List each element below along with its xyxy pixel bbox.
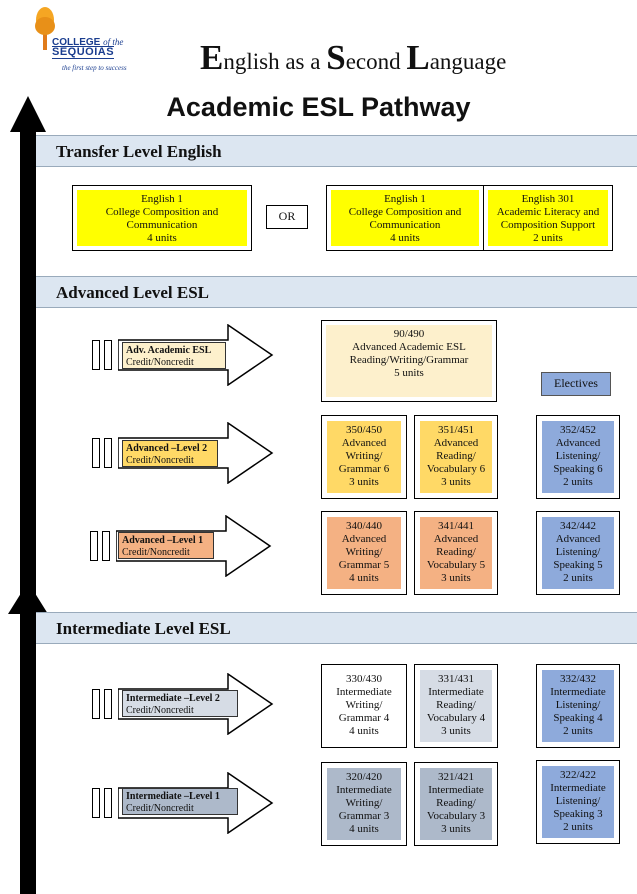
electives-label: Electives xyxy=(541,372,611,396)
page-subtitle: Academic ESL Pathway xyxy=(166,92,471,122)
logo-tagline: the first step to success xyxy=(62,64,127,72)
section-advanced-level: Advanced Level ESL xyxy=(36,276,637,308)
level-bar xyxy=(90,531,98,561)
level-bar xyxy=(104,689,112,719)
tree-logo-icon xyxy=(35,7,55,50)
level-bar xyxy=(92,438,100,468)
logo-sequoias-text: SEQUOIAS xyxy=(52,46,115,59)
page-title: English as a Second Language xyxy=(200,38,507,77)
logo-college-text: COLLEGE of the xyxy=(52,37,124,48)
progression-arrow-head-top xyxy=(10,96,46,132)
level-bar xyxy=(104,788,112,818)
level-bar xyxy=(92,788,100,818)
level-bar xyxy=(102,531,110,561)
level-bar xyxy=(104,340,112,370)
level-bar xyxy=(104,438,112,468)
or-label: OR xyxy=(266,205,308,229)
progression-arrow-head-mid xyxy=(8,582,48,614)
level-bar xyxy=(92,340,100,370)
section-transfer-level: Transfer Level English xyxy=(36,135,637,167)
section-intermediate-level: Intermediate Level ESL xyxy=(36,612,637,644)
progression-arrow-shaft xyxy=(20,130,36,894)
level-bar xyxy=(92,689,100,719)
